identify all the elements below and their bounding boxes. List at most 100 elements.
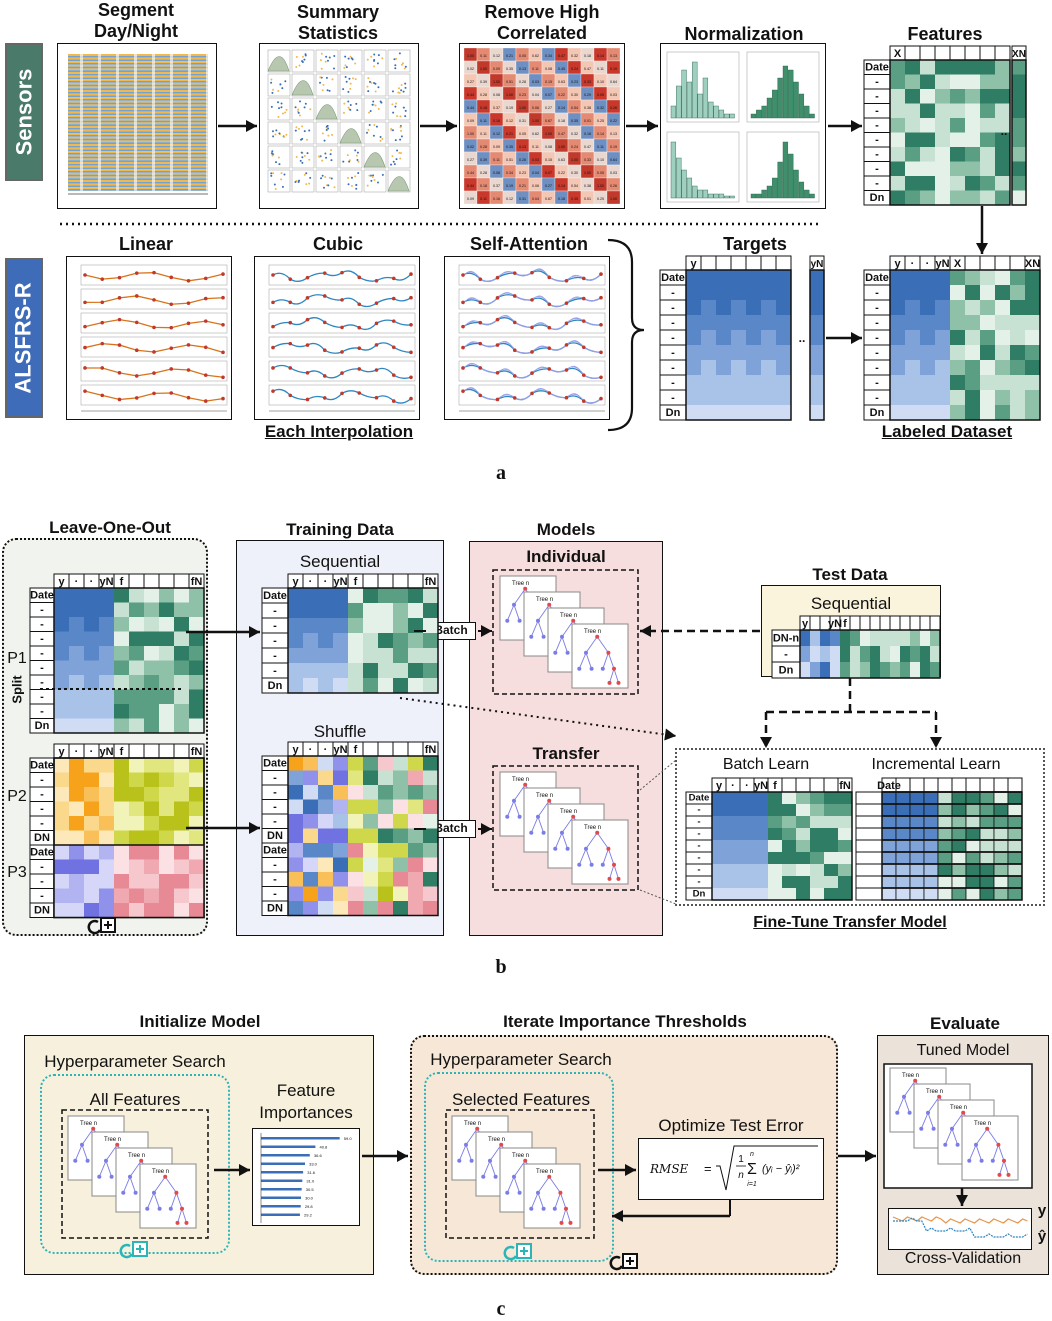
segment-gap (134, 118, 137, 123)
matrix-cell (995, 60, 1010, 75)
matrix-cell (965, 375, 980, 390)
matrix-cell (965, 330, 980, 345)
pair-cell (315, 97, 339, 121)
corr-value: 0.14 (558, 184, 565, 188)
matrix-cell (890, 132, 905, 147)
individual-label: Individual (526, 547, 606, 566)
pair-point (399, 151, 402, 154)
matrix-cell (905, 176, 920, 191)
corr-value: 0.12 (506, 197, 513, 201)
segment-gap (152, 118, 155, 123)
segment-day-band (68, 90, 208, 92)
yn-text: yN (811, 259, 824, 270)
corr-value: 0.02 (467, 67, 474, 71)
interp-point (495, 343, 500, 347)
matrix-cell (69, 588, 84, 603)
tree-node (121, 1190, 126, 1195)
corr-value: 0.47 (584, 67, 591, 71)
interp-point (134, 374, 139, 378)
corr-value: 0.08 (545, 67, 552, 71)
segment-gap (152, 180, 155, 184)
fine-tune-label: Fine-Tune Transfer Model (753, 914, 947, 931)
corr-value: 0.44 (467, 106, 474, 110)
pair-cell (291, 49, 315, 73)
pair-point (379, 139, 382, 142)
segment-gap (98, 122, 101, 126)
matrix-cell (746, 330, 761, 345)
interp-point (221, 322, 225, 327)
segment-gap (188, 180, 191, 184)
matrix-cell (731, 375, 746, 390)
row-label: - (875, 134, 879, 146)
interp-point (495, 317, 500, 322)
matrix-cell (174, 631, 189, 646)
matrix-cell (746, 315, 761, 330)
arrow-summary-to-remove (420, 120, 457, 132)
pair-kde (291, 80, 314, 96)
selfattn-svg (458, 264, 606, 412)
pair-point (299, 159, 302, 162)
matrix-cell (980, 405, 995, 420)
pair-cell (363, 97, 387, 121)
matrix-cell (731, 390, 746, 405)
segment-day-band (68, 64, 208, 67)
interp-point (530, 391, 534, 396)
pair-point (377, 54, 380, 57)
pair-point (374, 90, 377, 93)
pair-point (321, 132, 324, 135)
models-title: Models (536, 520, 596, 539)
row-label: - (40, 691, 44, 703)
segment-gap (98, 133, 101, 137)
pair-point (367, 128, 370, 131)
matrix-cell (920, 161, 935, 176)
interp-point (117, 397, 122, 402)
pair-point (297, 127, 300, 130)
matrix-cell (701, 315, 716, 330)
segment-night-band (68, 117, 208, 119)
corr-value: 0.24 (571, 67, 578, 71)
corr-value: 0.05 (597, 171, 604, 175)
matrix-cell (995, 161, 1010, 176)
pair-point (295, 66, 298, 69)
interp-point (478, 300, 483, 305)
pair-point (367, 77, 370, 80)
segment-gap (116, 129, 119, 134)
matrix-cell (189, 646, 204, 661)
interp-point (547, 391, 552, 395)
matrix-cell (1025, 390, 1040, 405)
corr-value: 0.64 (610, 158, 617, 162)
segment-gap (206, 187, 209, 191)
panel-b-label: b (495, 956, 507, 978)
matrix-cell (144, 718, 159, 733)
interp-point (152, 325, 156, 330)
corr-value: 0.30 (571, 93, 578, 97)
pair-point (366, 85, 369, 88)
segment-gap (188, 97, 191, 101)
pair-cell (315, 145, 339, 169)
pair-point (273, 183, 276, 186)
matrix-cell (54, 675, 69, 690)
interp-point (374, 343, 379, 347)
matrix-cell (159, 631, 174, 646)
segment-gap (98, 61, 101, 65)
matrix-cell (686, 285, 701, 300)
iterate-loop-icon (609, 1253, 638, 1271)
formula-term: (yᵢ − ŷᵢ)² (762, 1163, 800, 1175)
segment-gap (152, 93, 155, 98)
each-interpolation-label: Each Interpolation (264, 422, 414, 441)
segment-gap (116, 162, 119, 166)
header-text: fN (191, 576, 203, 588)
segment-gap (170, 90, 173, 94)
matrix-cell (746, 405, 761, 420)
tree-card: Tree n (139, 1163, 197, 1229)
tree-label: Tree n (128, 1153, 145, 1159)
segment-day-band (68, 126, 208, 128)
matrix-cell (731, 300, 746, 315)
segment-gap (116, 169, 119, 173)
tree-node (536, 1190, 540, 1195)
matrix-cell (54, 631, 69, 646)
row-label: - (40, 890, 44, 902)
hist-bar (692, 61, 698, 119)
matrix-cell (129, 718, 144, 733)
pair-point (309, 176, 312, 179)
